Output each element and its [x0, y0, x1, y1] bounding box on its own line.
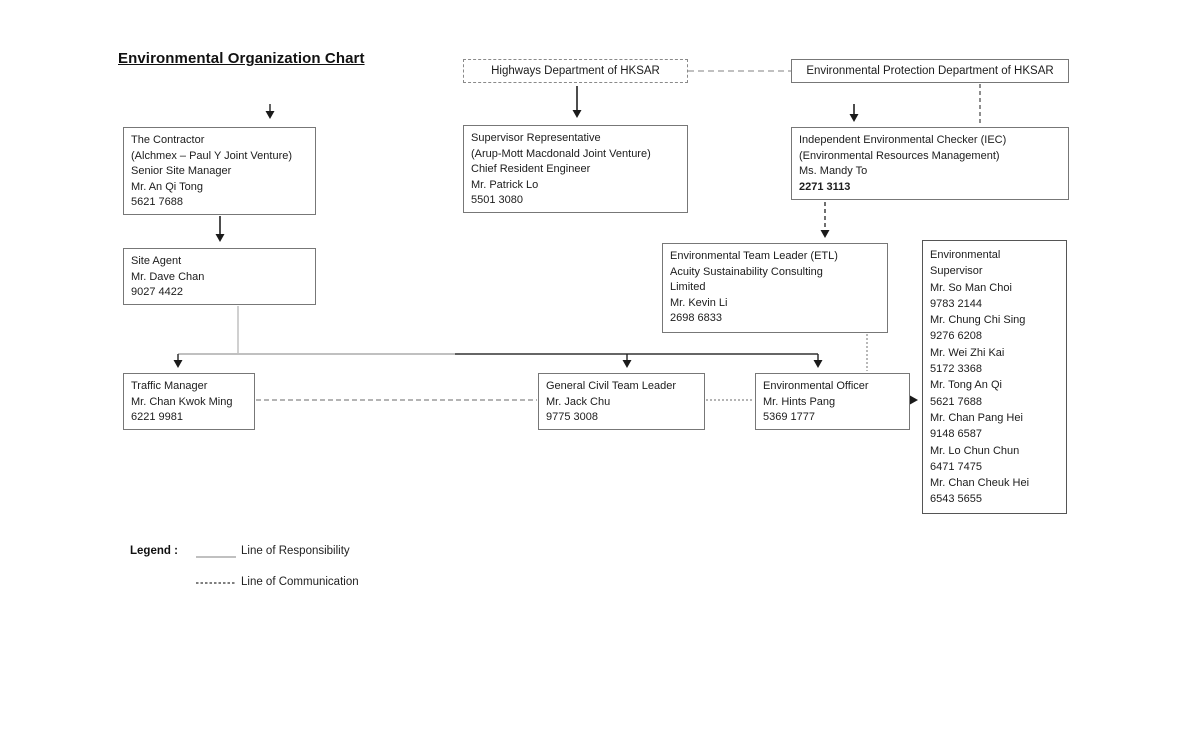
box-line: Senior Site Manager: [131, 165, 232, 177]
box-environmental-protection-department: Environmental Protection Department of H…: [791, 59, 1069, 83]
box-phone: 2271 3113: [799, 180, 851, 193]
page-title: Environmental Organization Chart: [118, 50, 365, 67]
box-line: Ms. Mandy To: [799, 165, 868, 177]
box-highways-department: Highways Department of HKSAR: [463, 59, 688, 83]
box-line: Independent Environmental Checker (IEC): [799, 134, 1007, 146]
box-line: (Arup-Mott Macdonald Joint Venture): [471, 147, 651, 160]
box-line: Mr. Chan Pang Hei: [930, 411, 1023, 424]
box-line: Environmental Officer: [763, 380, 869, 392]
box-line: Mr. Kevin Li: [670, 296, 728, 309]
box-line: Mr. Hints Pang: [763, 395, 836, 408]
box-environmental-team-leader: Environmental Team Leader (ETL) Acuity Su…: [662, 243, 888, 333]
box-label: Environmental Protection Department of H…: [806, 65, 1054, 77]
box-line: Chief Resident Engineer: [471, 163, 591, 175]
box-line: Mr. Chung Chi Sing: [930, 314, 1026, 327]
box-line: 9276 6208: [930, 330, 982, 343]
box-line: (Alchmex – Paul Y Joint Venture): [131, 149, 293, 162]
box-contractor: The Contractor (Alchmex – Paul Y Joint Ve…: [123, 127, 316, 215]
box-line: 6543 5655: [930, 493, 982, 506]
box-line: 5621 7688: [131, 196, 183, 208]
box-line: Mr. An Qi Tong: [131, 180, 203, 193]
box-line: Environmental Team Leader (ETL): [670, 250, 838, 262]
box-line: 5621 7688: [930, 395, 982, 408]
box-line: 5501 3080: [471, 194, 523, 206]
box-line: Site Agent: [131, 255, 182, 267]
box-line: Mr. Wei Zhi Kai: [930, 346, 1005, 359]
box-line: The Contractor: [131, 134, 205, 146]
box-line: 5369 1777: [763, 411, 815, 423]
box-line: Environmental: [930, 249, 1001, 261]
box-line: Traffic Manager: [131, 380, 208, 392]
box-line: Mr. Dave Chan: [131, 270, 205, 283]
legend-item-communication: Line of Communication: [241, 576, 359, 588]
box-line: 6471 7475: [930, 460, 982, 473]
box-line: Supervisor Representative: [471, 132, 601, 144]
box-line: Supervisor: [930, 265, 983, 278]
box-line: 9783 2144: [930, 297, 982, 310]
box-label: Highways Department of HKSAR: [491, 65, 660, 77]
box-line: 5172 3368: [930, 363, 982, 376]
box-line: General Civil Team Leader: [546, 380, 677, 392]
box-line: 9027 4422: [131, 286, 183, 298]
box-independent-environmental-checker: Independent Environmental Checker (IEC) (…: [791, 127, 1069, 200]
box-line: 9148 6587: [930, 428, 982, 441]
box-line: Acuity Sustainability Consulting: [670, 265, 823, 278]
box-line: Mr. Chan Kwok Ming: [131, 395, 233, 408]
box-line: Mr. Patrick Lo: [471, 178, 539, 191]
box-line: 9775 3008: [546, 411, 598, 423]
box-text: Independent Environmental Checker (IEC) (…: [799, 133, 1068, 180]
legend-item-responsibility: Line of Responsibility: [241, 545, 350, 557]
box-line: Mr. Chan Cheuk Hei: [930, 477, 1030, 490]
box-line: 2698 6833: [670, 312, 722, 324]
box-line: Mr. Jack Chu: [546, 395, 611, 408]
box-line: Mr. So Man Choi: [930, 281, 1012, 294]
box-line: Limited: [670, 281, 706, 293]
box-line: Mr. Tong An Qi: [930, 379, 1002, 392]
legend-label: Legend :: [130, 545, 178, 557]
box-supervisor-representative: Supervisor Representative (Arup-Mott Macd…: [463, 125, 688, 213]
box-line: Mr. Lo Chun Chun: [930, 444, 1020, 457]
box-line: 6221 9981: [131, 411, 183, 423]
box-line: (Environmental Resources Management): [799, 149, 1000, 162]
